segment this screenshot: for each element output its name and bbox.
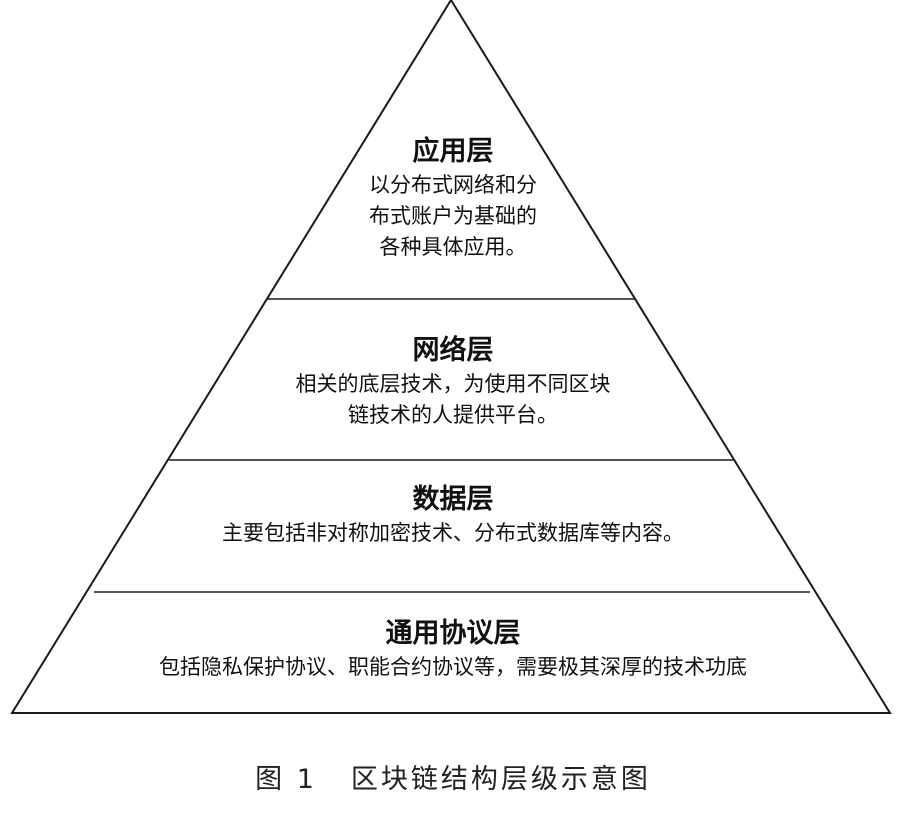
figure-number: 图 1 bbox=[255, 764, 317, 795]
pyramid-outline bbox=[10, 0, 892, 714]
layer-desc-line: 相关的底层技术，为使用不同区块 bbox=[295, 372, 611, 396]
layer-desc-line: 包括隐私保护协议、职能合约协议等，需要极其深厚的技术功底 bbox=[159, 655, 747, 679]
layer-network: 网络层 相关的底层技术，为使用不同区块 链技术的人提供平台。 bbox=[0, 333, 906, 431]
layer-application: 应用层 以分布式网络和分 布式账户为基础的 各种具体应用。 bbox=[0, 134, 906, 263]
layer-desc-line: 主要包括非对称加密技术、分布式数据库等内容。 bbox=[222, 521, 684, 545]
layer-title: 通用协议层 bbox=[385, 618, 521, 649]
figure-caption: 图 1 区块链结构层级示意图 bbox=[0, 757, 906, 796]
layer-data: 数据层 主要包括非对称加密技术、分布式数据库等内容。 bbox=[0, 482, 906, 549]
figure-title: 区块链结构层级示意图 bbox=[350, 764, 651, 795]
layer-title: 网络层 bbox=[412, 335, 494, 366]
layer-desc-line: 链技术的人提供平台。 bbox=[348, 403, 558, 427]
layer-protocol: 通用协议层 包括隐私保护协议、职能合约协议等，需要极其深厚的技术功底 bbox=[0, 616, 906, 683]
layer-desc-line: 布式账户为基础的 bbox=[369, 204, 537, 228]
layer-desc-line: 以分布式网络和分 bbox=[369, 173, 537, 197]
layer-desc-line: 各种具体应用。 bbox=[379, 235, 527, 259]
layer-title: 应用层 bbox=[412, 136, 494, 167]
layer-title: 数据层 bbox=[412, 484, 494, 515]
